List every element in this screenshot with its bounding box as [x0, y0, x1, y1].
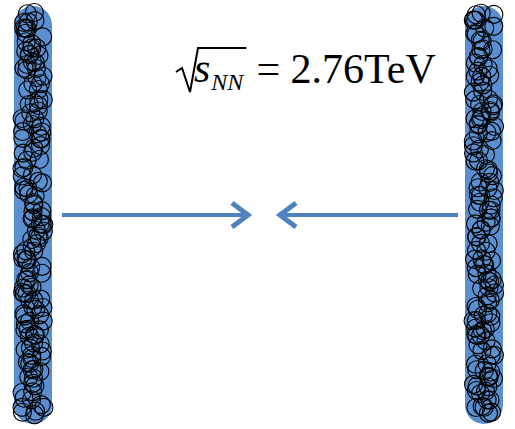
nucleon-circle: [484, 370, 502, 388]
nucleon-circle: [27, 402, 45, 420]
nucleon-circle: [481, 66, 499, 84]
nucleon-circle: [13, 398, 31, 416]
nucleon-circle: [16, 307, 34, 325]
motion-arrow: [62, 213, 246, 217]
nucleus-band: [14, 6, 52, 424]
nucleon-circle: [479, 404, 497, 422]
nucleon-circle: [483, 132, 501, 150]
nucleon-circle: [479, 161, 497, 179]
energy-value: = 2.76TeV: [256, 48, 435, 90]
arrow-head: [280, 203, 296, 227]
nucleon-circle: [486, 284, 504, 302]
arrow-head: [232, 203, 248, 227]
motion-arrow: [282, 213, 458, 217]
nucleon-circle: [479, 60, 497, 78]
nucleon-circle: [484, 189, 502, 207]
nucleon-circle: [16, 321, 34, 339]
nucleon-circle: [15, 178, 33, 196]
nucleon-circle: [13, 245, 31, 263]
nucleon-circle: [26, 406, 44, 424]
nucleon-circle: [479, 294, 497, 312]
nucleus-band: [465, 6, 503, 424]
energy-subscript: NN: [211, 70, 243, 94]
nucleon-circle: [34, 28, 52, 46]
nucleon-circle: [13, 159, 31, 177]
nucleon-circle: [485, 17, 503, 35]
nucleon-circle: [15, 59, 33, 77]
nucleon-group: [464, 4, 504, 422]
energy-symbol: s: [194, 47, 210, 89]
nucleon-group: [13, 3, 53, 423]
nucleon-circle: [33, 264, 51, 282]
